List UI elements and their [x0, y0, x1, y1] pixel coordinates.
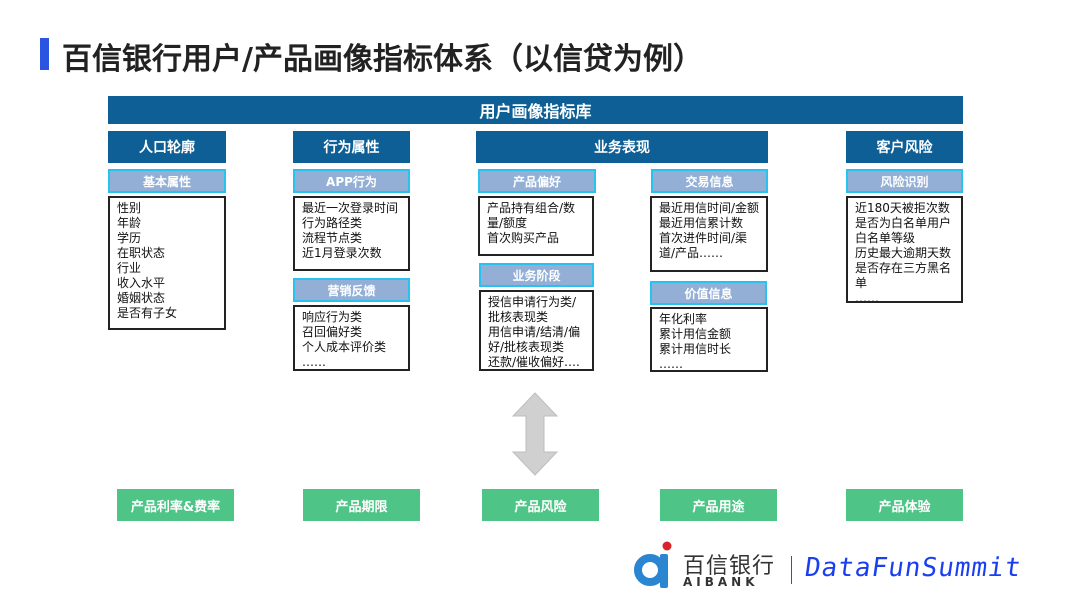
- list-item: 最近用信时间/金额: [659, 201, 760, 215]
- list-item: 个人成本评价类: [302, 340, 387, 354]
- list-item: ……: [117, 321, 141, 330]
- list-item: 产品持有组合/数量/额度: [487, 201, 576, 230]
- list-item: 首次购买产品: [487, 231, 560, 245]
- list-value: 年化利率累计用信金额累计用信时长……: [650, 307, 768, 372]
- list-stage: 授信申请行为类/批核表现类用信申请/结清/偏好/批核表现类还款/催收偏好….: [479, 290, 594, 371]
- list-item: 婚姻状态: [117, 291, 166, 305]
- list-product-pref: 产品持有组合/数量/额度首次购买产品……: [478, 196, 594, 256]
- list-item: 累计用信时长: [659, 342, 732, 356]
- list-item: 授信申请行为类/批核表现类: [488, 295, 577, 324]
- list-app: 最近一次登录时间行为路径类流程节点类近1月登录次数……: [293, 196, 410, 271]
- list-item: ……: [302, 355, 326, 369]
- list-item: 学历: [117, 231, 142, 245]
- list-item: 是否为白名单用户: [855, 216, 952, 230]
- logo-divider: [791, 556, 792, 584]
- product-term: 产品期限: [303, 489, 420, 521]
- list-item: 响应行为类: [302, 310, 363, 324]
- product-experience: 产品体验: [846, 489, 963, 521]
- aibank-en: AIBANK: [683, 575, 759, 589]
- list-basic: 性别年龄学历在职状态行业收入水平婚姻状态是否有子女……: [108, 196, 226, 330]
- list-item: ……: [855, 291, 879, 303]
- sub-risk: 风险识别: [846, 169, 963, 193]
- list-item: 还款/催收偏好….: [488, 355, 580, 369]
- aibank-cn: 百信银行: [683, 554, 776, 579]
- category-business: 业务表现: [476, 131, 768, 163]
- list-item: 累计用信金额: [659, 327, 732, 341]
- list-item: 历史最大逾期天数: [855, 246, 952, 260]
- datafun-summit-logo: DataFunSummit: [802, 553, 1024, 583]
- title-accent-bar: [40, 38, 49, 70]
- list-item: 最近一次登录时间: [302, 201, 399, 215]
- list-item: ……: [659, 357, 683, 371]
- list-item: 年化利率: [659, 312, 708, 326]
- list-risk: 近180天被拒次数是否为白名单用户白名单等级历史最大逾期天数是否存在三方黑名单……: [846, 196, 963, 303]
- list-item: 是否有子女: [117, 306, 178, 320]
- category-risk: 客户风险: [846, 131, 963, 163]
- category-behavior: 行为属性: [293, 131, 410, 163]
- list-item: 在职状态: [117, 246, 166, 260]
- list-marketing: 响应行为类召回偏好类个人成本评价类……: [293, 305, 410, 371]
- list-item: 最近用信累计数: [659, 216, 744, 230]
- list-trade: 最近用信时间/金额最近用信累计数首次进件时间/渠道/产品……: [650, 196, 768, 272]
- list-item: 收入水平: [117, 276, 166, 290]
- aibank-logo-icon: [634, 541, 672, 588]
- product-usage: 产品用途: [660, 489, 777, 521]
- sub-trade: 交易信息: [651, 169, 768, 193]
- list-item: 近1月登录次数: [302, 246, 382, 260]
- list-item: 行为路径类: [302, 216, 363, 230]
- sub-stage: 业务阶段: [479, 263, 594, 287]
- list-item: 行业: [117, 261, 142, 275]
- product-risk: 产品风险: [482, 489, 599, 521]
- list-item: ……: [487, 246, 511, 256]
- sub-value: 价值信息: [650, 281, 767, 305]
- indicator-library-banner: 用户画像指标库: [108, 96, 963, 124]
- list-item: 流程节点类: [302, 231, 363, 245]
- sub-basic: 基本属性: [108, 169, 226, 193]
- sub-product-pref: 产品偏好: [478, 169, 596, 193]
- list-item: 白名单等级: [855, 231, 916, 245]
- page-title: 百信银行用户/产品画像指标体系（以信贷为例）: [62, 42, 703, 77]
- list-item: 近180天被拒次数: [855, 201, 950, 215]
- list-item: 性别: [117, 201, 142, 215]
- product-rate: 产品利率&费率: [117, 489, 234, 521]
- list-item: 首次进件时间/渠道/产品……: [659, 231, 748, 260]
- list-item: 是否存在三方黑名单: [855, 261, 952, 290]
- list-item: ……: [302, 261, 326, 271]
- double-arrow-icon: [512, 392, 558, 476]
- sub-marketing: 营销反馈: [293, 278, 410, 302]
- sub-app: APP行为: [293, 169, 410, 193]
- list-item: 年龄: [117, 216, 142, 230]
- category-demographics: 人口轮廓: [108, 131, 226, 163]
- list-item: 用信申请/结清/偏好/批核表现类: [488, 325, 581, 354]
- list-item: 召回偏好类: [302, 325, 363, 339]
